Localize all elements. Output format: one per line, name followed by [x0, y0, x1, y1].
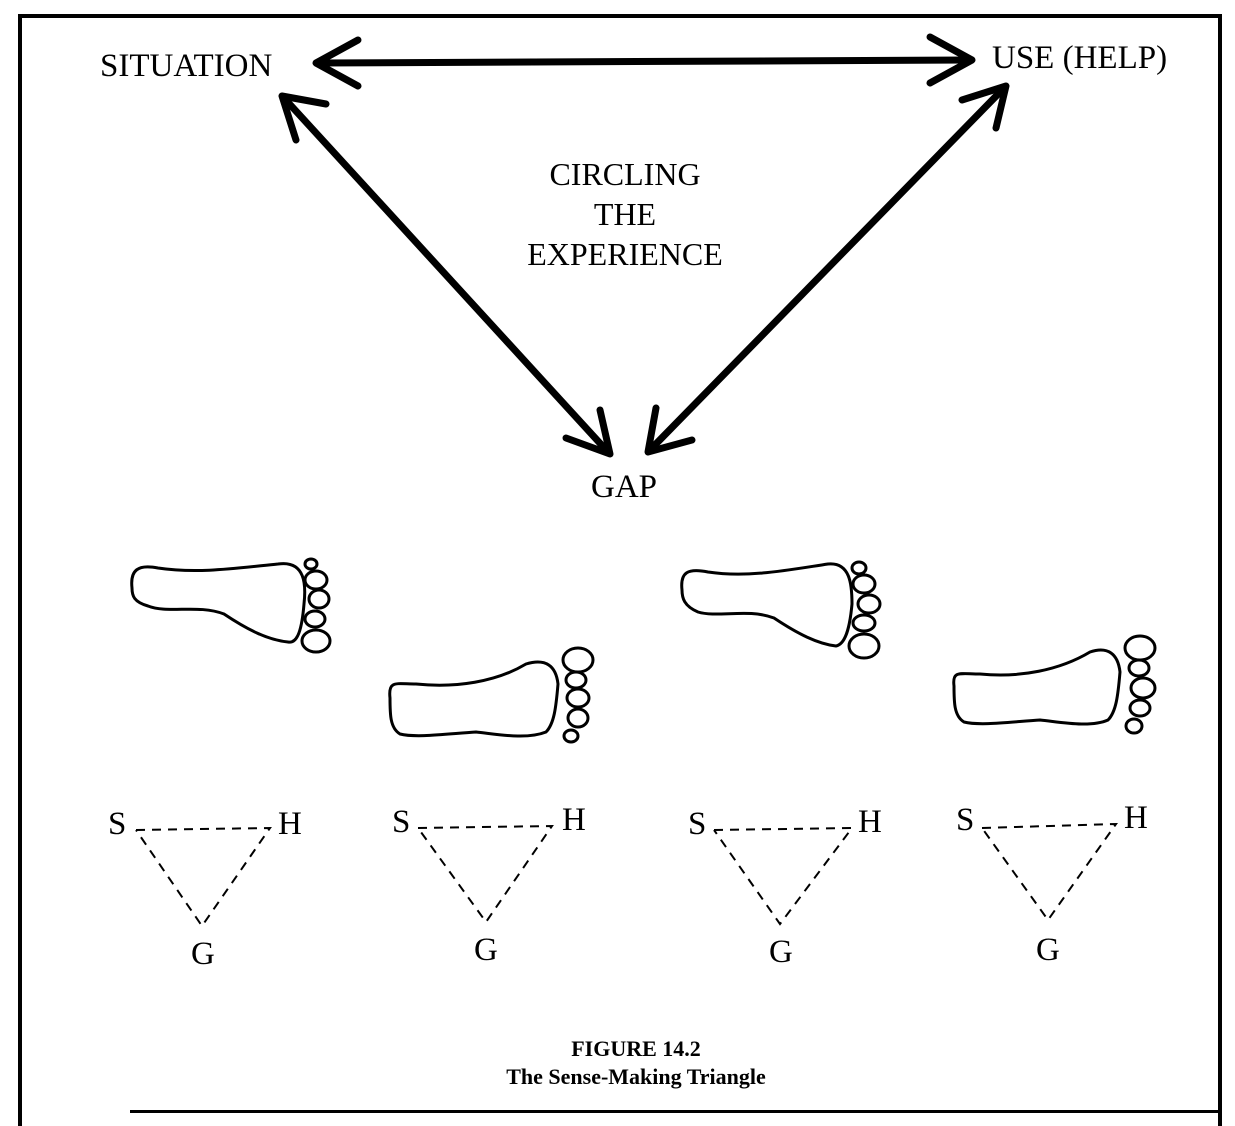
- footprint-2: [388, 646, 595, 744]
- mini-triangle-s-label: S: [108, 806, 126, 842]
- mini-triangle-g-label: G: [474, 932, 498, 968]
- figure-title: The Sense-Making Triangle: [506, 1064, 766, 1089]
- footprint-3: [680, 560, 882, 660]
- mini-triangle-3: S H G: [688, 804, 882, 970]
- mini-triangle-g-label: G: [191, 936, 215, 972]
- footprint-4: [952, 634, 1157, 735]
- center-text-line-3: EXPERIENCE: [527, 236, 723, 272]
- mini-triangle-s-label: S: [392, 804, 410, 840]
- arrow-situation-use: [312, 33, 976, 90]
- mini-triangle-s-label: S: [956, 802, 974, 838]
- center-text-line-1: CIRCLING: [549, 156, 700, 192]
- mini-triangle-2: S H G: [392, 802, 586, 968]
- mini-triangle-h-label: H: [858, 804, 882, 840]
- figure-number: FIGURE 14.2: [571, 1036, 701, 1061]
- mini-triangle-h-label: H: [562, 802, 586, 838]
- center-text-line-2: THE: [594, 196, 656, 232]
- mini-triangle-g-label: G: [769, 934, 793, 970]
- mini-triangle-h-label: H: [278, 806, 302, 842]
- mini-triangle-4: S H G: [956, 800, 1148, 968]
- figure-frame: [18, 14, 1222, 1126]
- use-help-label: USE (HELP): [992, 40, 1167, 76]
- arrow-situation-gap: [278, 92, 614, 458]
- mini-triangle-h-label: H: [1124, 800, 1148, 836]
- gap-label: GAP: [591, 469, 657, 505]
- arrow-use-gap: [644, 82, 1010, 456]
- bottom-rule: [130, 1110, 1222, 1113]
- footprint-1: [130, 557, 332, 654]
- mini-triangle-s-label: S: [688, 806, 706, 842]
- mini-triangle-1: S H G: [108, 806, 302, 972]
- situation-label: SITUATION: [100, 48, 272, 84]
- mini-triangle-g-label: G: [1036, 932, 1060, 968]
